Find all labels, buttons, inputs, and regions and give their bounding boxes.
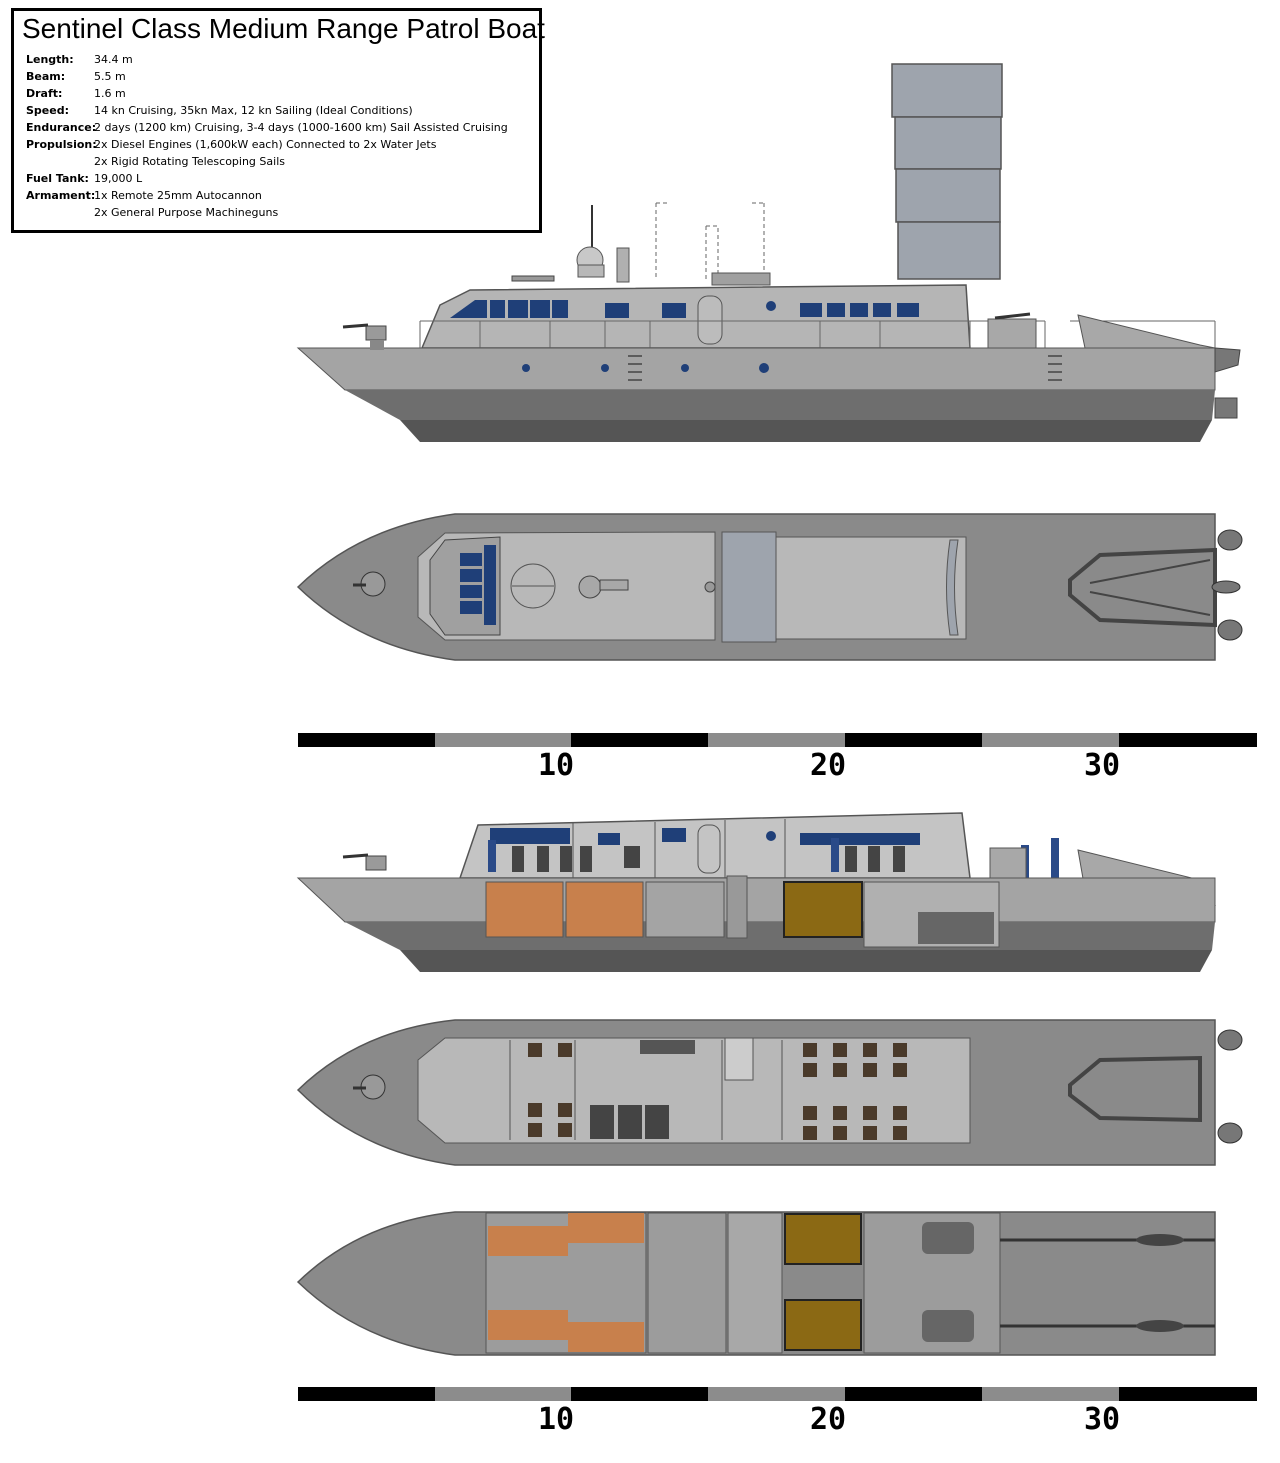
hull-lower xyxy=(345,390,1215,420)
deck-plan-main xyxy=(296,1019,1243,1166)
lower-bunks xyxy=(488,1213,644,1352)
spec-value: 2x Rigid Rotating Telescoping Sails xyxy=(94,155,285,168)
mast-top-icon xyxy=(578,575,602,599)
hull-keel xyxy=(400,420,1212,442)
telescoping-sail-icon xyxy=(891,63,1003,280)
door-icon xyxy=(697,295,723,345)
deck-railing xyxy=(419,320,1216,348)
rhib-top-icon xyxy=(1068,547,1217,628)
bridge-windows xyxy=(450,300,919,318)
spec-row-speed: Speed: 14 kn Cruising, 35kn Max, 12 kn Sa… xyxy=(26,102,413,119)
sail-housing-top xyxy=(721,531,777,643)
spec-value: 2x Diesel Engines (1,600kW each) Connect… xyxy=(94,138,437,151)
portholes xyxy=(522,363,769,373)
spec-row-draft: Draft: 1.6 m xyxy=(26,85,126,102)
side-profile-exterior xyxy=(296,63,1241,442)
spec-row-endurance: Endurance:2 days (1200 km) Cruising, 3-4… xyxy=(26,119,508,136)
crew-figure-icon xyxy=(488,838,839,872)
spec-label: Propulsion: xyxy=(26,138,97,151)
spec-label: Armament: xyxy=(26,189,96,202)
stairs-icon xyxy=(724,1037,754,1081)
spec-title: Sentinel Class Medium Range Patrol Boat xyxy=(22,13,545,44)
engine-icon xyxy=(918,912,994,944)
spec-label: Speed: xyxy=(26,104,69,117)
side-profile-cutaway xyxy=(296,812,1216,972)
scale-label-30-lower: 30 xyxy=(1084,1402,1121,1437)
scale-label-20: 20 xyxy=(810,748,847,783)
engine-starboard-icon xyxy=(922,1310,974,1342)
deck-plan-lower xyxy=(296,1211,1216,1356)
spec-label: Fuel Tank: xyxy=(26,172,89,185)
spec-label: Beam: xyxy=(26,70,66,83)
spec-label: Draft: xyxy=(26,87,63,100)
spec-value: 19,000 L xyxy=(94,172,143,185)
scale-label-30: 30 xyxy=(1084,748,1121,783)
scale-bar-2 xyxy=(298,1387,1257,1401)
spec-row-fuel: Fuel Tank: 19,000 L xyxy=(26,170,142,187)
retracted-sail-outline xyxy=(655,202,765,280)
spec-row-armament-2: 2x General Purpose Machineguns xyxy=(26,204,278,221)
ladder-icon xyxy=(726,875,748,939)
spec-row-beam: Beam: 5.5 m xyxy=(26,68,126,85)
cutaway-seats xyxy=(512,846,905,872)
scale-bar-1 xyxy=(298,733,1257,747)
scale-label-20-lower: 20 xyxy=(810,1402,847,1437)
vents xyxy=(628,355,1062,381)
crew-berths xyxy=(485,881,644,938)
galley-appliance-icon xyxy=(624,846,640,868)
spec-box: Sentinel Class Medium Range Patrol Boat … xyxy=(11,8,545,233)
engine-port-icon xyxy=(922,1222,974,1254)
lower-storage xyxy=(784,1213,862,1351)
main-deck-cabin xyxy=(417,1037,971,1144)
machinegun-mount-icon xyxy=(987,318,1037,350)
lower-stairwell xyxy=(727,1212,783,1354)
spec-value: 34.4 m xyxy=(94,53,133,66)
scale-label-10-lower: 10 xyxy=(538,1402,575,1437)
rhib-deck-icon xyxy=(1068,1055,1202,1123)
spec-value: 5.5 m xyxy=(94,70,126,83)
bridge-windows-top xyxy=(460,545,496,625)
spec-value: 1.6 m xyxy=(94,87,126,100)
storage-hold xyxy=(783,881,863,938)
waterjet-top-icon xyxy=(1217,529,1243,551)
hull-upper xyxy=(296,347,1216,391)
radar-dome-top-icon xyxy=(510,563,556,609)
cutaway-hull-upper xyxy=(296,877,1216,923)
main-deck-seats xyxy=(528,1043,907,1140)
radar-icon xyxy=(511,275,555,282)
spec-row-length: Length: 34.4 m xyxy=(26,51,133,68)
spec-row-propulsion-2: 2x Rigid Rotating Telescoping Sails xyxy=(26,153,285,170)
main-deck-lockers xyxy=(590,1105,669,1139)
spec-value: 2x General Purpose Machineguns xyxy=(94,206,279,219)
autocannon-icon xyxy=(365,325,387,341)
spec-row-armament: Armament:1x Remote 25mm Autocannon xyxy=(26,187,262,204)
spec-row-propulsion: Propulsion:2x Diesel Engines (1,600kW ea… xyxy=(26,136,436,153)
rhib-icon xyxy=(1077,314,1216,349)
waterjet-icon xyxy=(1214,347,1241,373)
spec-label: Endurance: xyxy=(26,121,97,134)
rear-deck-top xyxy=(775,536,967,640)
mast-icon xyxy=(616,247,630,283)
spec-value: 2 days (1200 km) Cruising, 3-4 days (100… xyxy=(94,121,508,134)
top-view-exterior xyxy=(296,513,1243,661)
scale-label-10: 10 xyxy=(538,748,575,783)
autocannon-cutaway-icon xyxy=(365,855,387,871)
spec-value: 1x Remote 25mm Autocannon xyxy=(94,189,262,202)
spec-label: Length: xyxy=(26,53,74,66)
spec-value: 14 kn Cruising, 35kn Max, 12 kn Sailing … xyxy=(94,104,413,117)
